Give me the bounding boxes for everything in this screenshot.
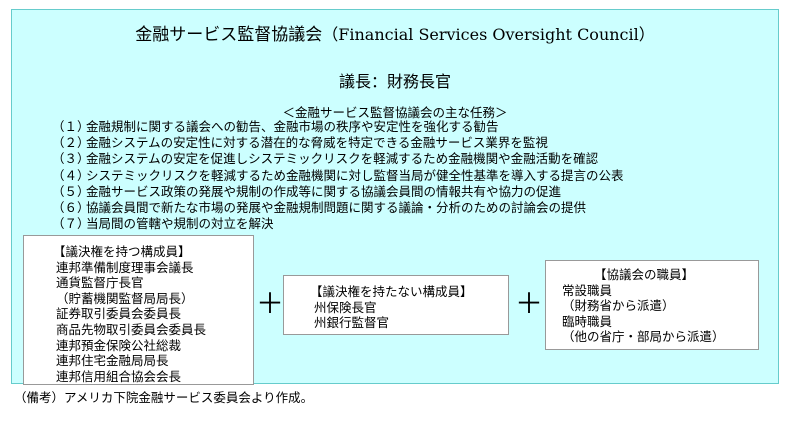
plus-sign: ＋	[515, 287, 544, 320]
staff-item: 臨時職員	[562, 313, 613, 329]
duty-text: 金融規制に関する議会への勧告、金融市場の秩序や安定性を強化する勧告	[86, 119, 499, 134]
title-japanese: 金融サービス監督協議会	[135, 25, 323, 45]
diagram-title: 金融サービス監督協議会（Financial Services Oversight…	[12, 20, 778, 45]
nonvoting-members-heading: 【議決権を持たない構成員】	[310, 284, 473, 299]
duty-item: （５）金融サービス政策の発展や規制の作成等に関する協議会員間の情報共有や協力の促…	[52, 184, 624, 200]
staff-item: 常設職員	[562, 282, 613, 298]
staff-item: （他の省庁・部局から派遣）	[562, 329, 725, 345]
duty-number: （２）	[52, 135, 90, 151]
voting-member: 連邦預金保険公社総裁	[56, 337, 182, 353]
voting-member: 通貨監督庁長官	[56, 275, 144, 291]
nonvoting-member: 州保険長官	[314, 299, 377, 315]
staff-item: （財務省から派遣）	[562, 298, 675, 314]
duties-list: （１）金融規制に関する議会への勧告、金融市場の秩序や安定性を強化する勧告 （２）…	[52, 119, 624, 232]
duty-number: （４）	[52, 167, 90, 183]
voting-member: 証券取引委員会委員長	[56, 306, 182, 322]
duty-number: （５）	[52, 183, 90, 199]
title-english: （Financial Services Oversight Council）	[322, 25, 655, 44]
duty-text: 協議会員間で新たな市場の発展や金融規制問題に関する議論・分析のための討論会の提供	[86, 200, 587, 216]
council-diagram-panel: 金融サービス監督協議会（Financial Services Oversight…	[11, 9, 779, 385]
voting-member: （貯蓄機関監督局局長）	[56, 290, 194, 306]
source-note: （備考）アメリカ下院金融サービス委員会より作成。	[14, 390, 314, 405]
duty-item: （４）システミックリスクを軽減するため金融機関に対し監督当局が健全性基準を導入す…	[52, 168, 624, 184]
chair-label: 議長：財務長官	[338, 72, 451, 91]
duty-number: （３）	[52, 151, 90, 167]
duty-text: 金融システムの安定性に対する潜在的な脅威を特定できる金融サービス業界を監視	[86, 135, 548, 151]
staff-heading: 【協議会の職員】	[594, 267, 695, 282]
nonvoting-members-box: 【議決権を持たない構成員】 州保険長官 州銀行監督官	[283, 275, 509, 335]
duty-text: 当局間の管轄や規制の対立を解決	[86, 216, 274, 232]
voting-member: 連邦住宅金融局局長	[56, 353, 169, 369]
staff-box: 【協議会の職員】 常設職員 （財務省から派遣） 臨時職員 （他の省庁・部局から派…	[545, 260, 759, 350]
voting-member: 商品先物取引委員会委員長	[56, 321, 207, 337]
duty-number: （７）	[52, 216, 90, 232]
duty-text: 金融システムの安定を促進しシステミックリスクを軽減するため金融機関や金融活動を確…	[86, 151, 599, 167]
voting-members-heading: 【議決権を持つ構成員】	[53, 244, 191, 259]
duty-item: （２）金融システムの安定性に対する潜在的な脅威を特定できる金融サービス業界を監視	[52, 135, 624, 151]
duty-item: （６）協議会員間で新たな市場の発展や金融規制問題に関する議論・分析のための討論会…	[52, 200, 624, 216]
duty-text: システミックリスクを軽減するため金融機関に対し監督当局が健全性基準を導入する提言…	[86, 167, 624, 183]
plus-sign: ＋	[256, 287, 285, 320]
duty-text: 金融サービス政策の発展や規制の作成等に関する協議会員間の情報共有や協力の促進	[86, 183, 562, 199]
duty-number: （１）	[52, 119, 90, 134]
duty-item: （７）当局間の管轄や規制の対立を解決	[52, 216, 624, 232]
duty-item: （１）金融規制に関する議会への勧告、金融市場の秩序や安定性を強化する勧告	[52, 119, 624, 135]
voting-members-box: 【議決権を持つ構成員】 連邦準備制度理事会議長 通貨監督庁長官 （貯蓄機関監督局…	[23, 235, 254, 385]
duty-item: （３）金融システムの安定を促進しシステミックリスクを軽減するため金融機関や金融活…	[52, 151, 624, 167]
voting-member: 連邦信用組合協会会長	[56, 368, 182, 384]
nonvoting-member: 州銀行監督官	[314, 315, 390, 331]
duty-number: （６）	[52, 200, 90, 216]
duties-heading: ＜金融サービス監督協議会の主な任務＞	[282, 105, 508, 120]
voting-member: 連邦準備制度理事会議長	[56, 259, 194, 275]
